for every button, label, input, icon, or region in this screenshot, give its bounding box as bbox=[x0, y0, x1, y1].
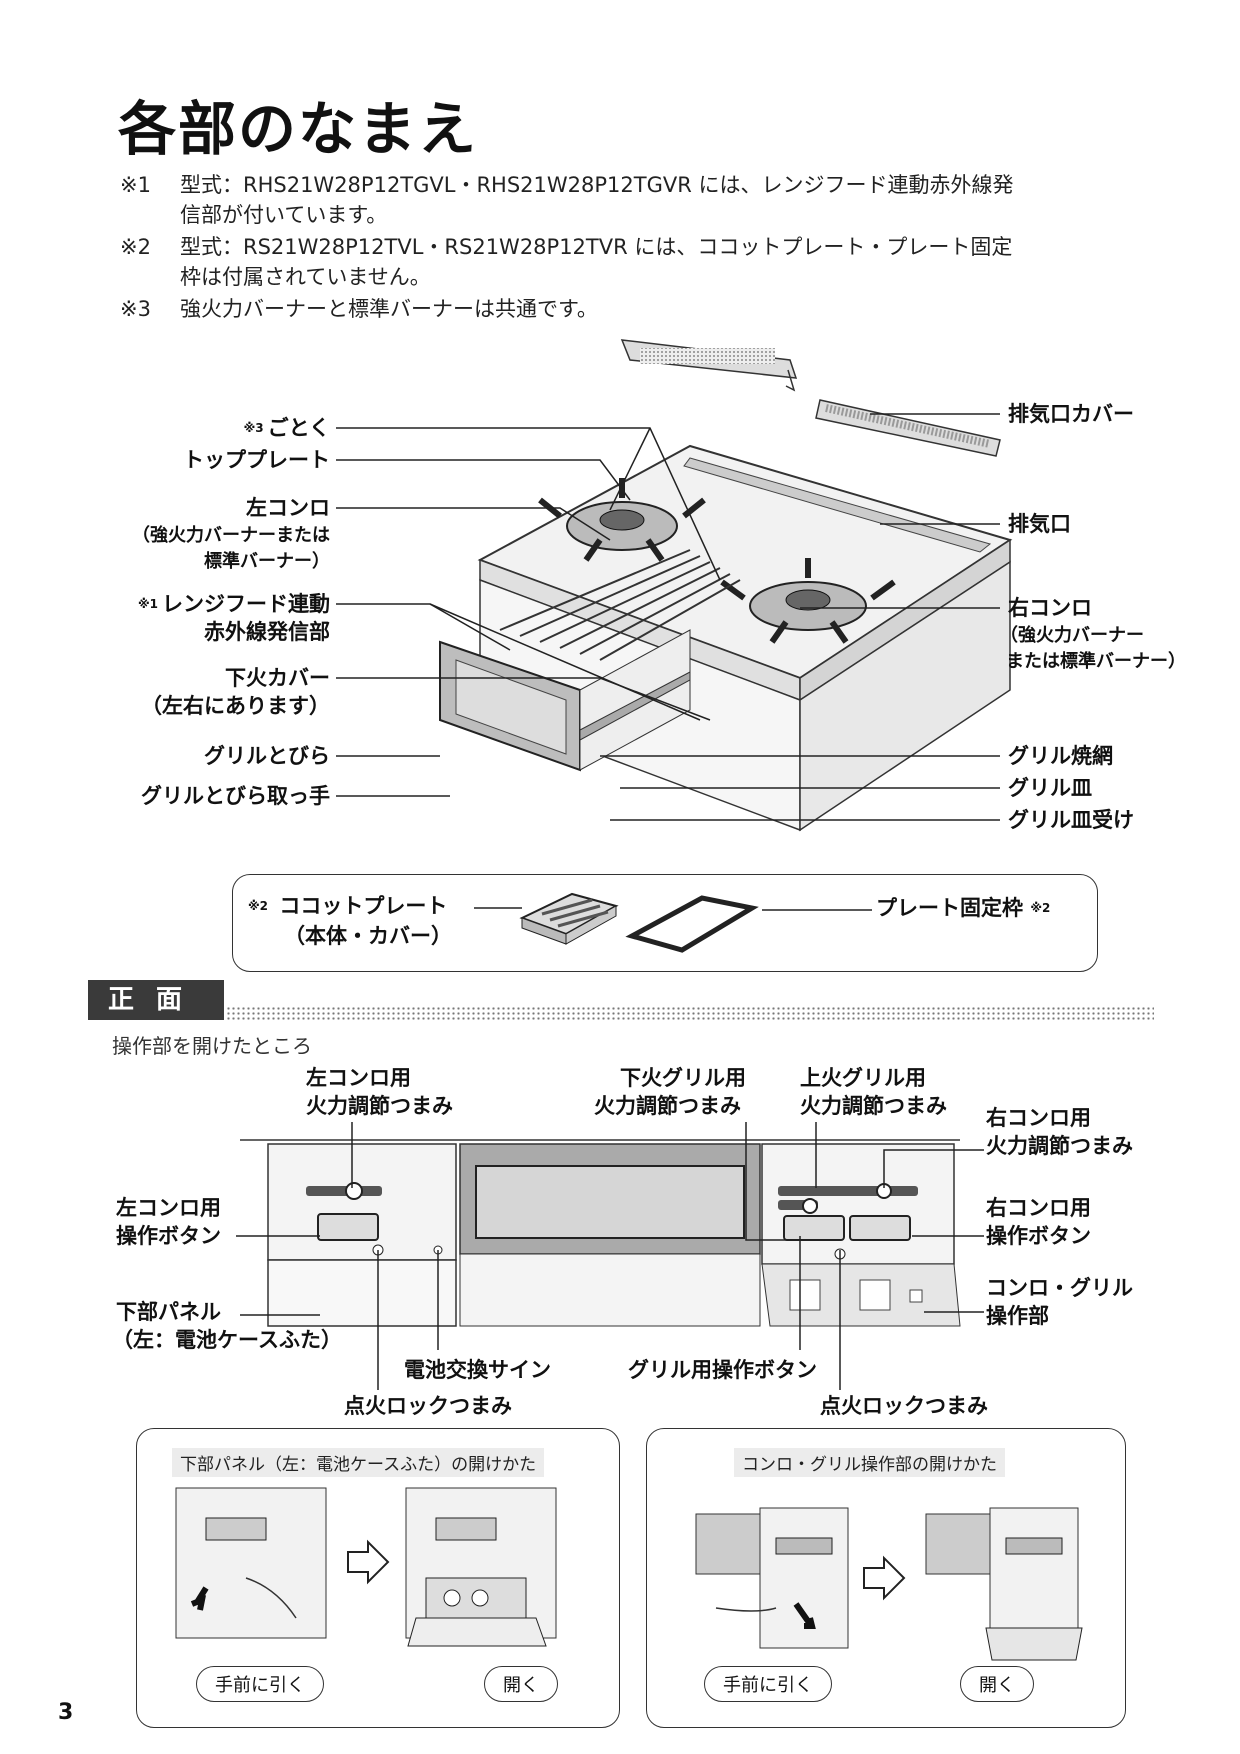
lock-knob-left-label: 点火ロックつまみ bbox=[344, 1394, 512, 1418]
left-knob-label: 火力調節つまみ bbox=[306, 1094, 453, 1118]
grill-button-label: グリル用操作ボタン bbox=[628, 1358, 817, 1382]
top-plate-label: トッププレート bbox=[183, 448, 330, 472]
grill-door-handle-label: グリルとびら取っ手 bbox=[141, 784, 330, 808]
lower-panel-label: 下部パネル bbox=[116, 1300, 221, 1324]
note-text: 強火力バーナーと標準バーナーは共通です。 bbox=[180, 297, 598, 321]
next-arrow-icon bbox=[347, 1539, 390, 1585]
leader-lines-front bbox=[236, 1122, 984, 1390]
left-button-label: 左コンロ用 bbox=[116, 1196, 221, 1220]
lock-knob-right-label: 点火ロックつまみ bbox=[820, 1394, 988, 1418]
step-pull-label: 手前に引く bbox=[704, 1666, 832, 1702]
lower-grill-knob-label: 火力調節つまみ bbox=[594, 1094, 741, 1118]
lower-grill-knob-label: 下火グリル用 bbox=[620, 1066, 746, 1090]
plate-frame-icon bbox=[625, 895, 759, 953]
note-mark: ※1 bbox=[120, 173, 151, 197]
right-burner-illustration bbox=[720, 558, 896, 644]
page-number: 3 bbox=[58, 1700, 74, 1725]
cocotte-plate-icon bbox=[519, 892, 619, 945]
right-konro-label: 右コンロ bbox=[1008, 596, 1092, 620]
leader-lines-top bbox=[336, 413, 1000, 821]
note-text: 型式：RS21W28P12TVL・RS21W28P12TVR には、ココットプレ… bbox=[180, 235, 1013, 259]
exhaust-cover-label: 排気口カバー bbox=[1008, 402, 1134, 426]
right-button-label: 操作ボタン bbox=[986, 1224, 1091, 1248]
rangehood-sub-label: 赤外線発信部 bbox=[204, 620, 330, 644]
note-3: ※3 強火力バーナーと標準バーナーは共通です。 bbox=[120, 294, 598, 324]
howto-caption: コンロ・グリル操作部の開けかた bbox=[734, 1448, 1005, 1477]
howto-control-unit-illustration bbox=[695, 1507, 1083, 1661]
left-konro-label: 左コンロ bbox=[246, 496, 330, 520]
left-knob-illustration bbox=[306, 1186, 382, 1196]
upper-grill-knob-label: 火力調節つまみ bbox=[800, 1094, 947, 1118]
grill-door-label: グリルとびら bbox=[204, 744, 330, 768]
section-title: 正面 bbox=[88, 980, 224, 1020]
accessories-box bbox=[232, 874, 1098, 972]
exhaust-label: 排気口 bbox=[1008, 512, 1071, 536]
note-text-cont: 枠は付属されていません。 bbox=[180, 265, 431, 289]
left-button-illustration bbox=[317, 1213, 379, 1241]
right-knob-label: 火力調節つまみ bbox=[986, 1134, 1133, 1158]
cooktop-illustration bbox=[439, 339, 1013, 832]
note-2: ※2 型式：RS21W28P12TVL・RS21W28P12TVR には、ココット… bbox=[120, 232, 1012, 292]
left-konro-sub-label: （強火力バーナーまたは bbox=[132, 525, 330, 546]
step-pull-label: 手前に引く bbox=[196, 1666, 324, 1702]
cocotte-label: ※2 ココットプレート bbox=[248, 894, 448, 918]
exhaust-cover-left-illustration bbox=[620, 339, 798, 392]
left-konro-sub-label: 標準バーナー） bbox=[204, 551, 330, 572]
pull-arrow-icon bbox=[793, 1602, 816, 1629]
section-subtitle: 操作部を開けたところ bbox=[112, 1034, 312, 1058]
grill-drawer-illustration bbox=[439, 549, 741, 772]
note-mark: ※2 bbox=[120, 235, 151, 259]
frame-label: プレート固定枠 ※2 bbox=[876, 896, 1051, 920]
upper-grill-knob-label: 上火グリル用 bbox=[800, 1066, 926, 1090]
cocotte-sub-label: （本体・カバー） bbox=[284, 924, 452, 948]
grill-dish-holder-label: グリル皿受け bbox=[1008, 808, 1134, 832]
right-button-illustration bbox=[849, 1215, 911, 1241]
lower-panel-sub-label: （左：電池ケースふた） bbox=[112, 1328, 342, 1352]
howto-caption: 下部パネル（左：電池ケースふた）の開けかた bbox=[172, 1448, 545, 1477]
pull-arrow-icon bbox=[190, 1586, 209, 1611]
step-open-label: 開く bbox=[484, 1666, 558, 1702]
step-open-label: 開く bbox=[960, 1666, 1034, 1702]
grill-dish-label: グリル皿 bbox=[1008, 776, 1092, 800]
note-1: ※1 型式：RHS21W28P12TGVL・RHS21W28P12TGVR には、… bbox=[120, 170, 1014, 230]
control-unit-label: コンロ・グリル bbox=[986, 1276, 1133, 1300]
howto-lower-panel-illustration bbox=[175, 1487, 557, 1647]
grill-button-illustration bbox=[783, 1215, 845, 1241]
lower-grill-knob-illustration bbox=[802, 1198, 818, 1214]
exhaust-cover-right-illustration bbox=[815, 399, 1001, 457]
right-button-label: 右コンロ用 bbox=[986, 1196, 1091, 1220]
note-text-cont: 信部が付いています。 bbox=[180, 203, 388, 227]
note-text: 型式：RHS21W28P12TGVL・RHS21W28P12TGVR には、レン… bbox=[180, 173, 1014, 197]
shitabi-cover-label: 下火カバー bbox=[225, 666, 330, 690]
hand-icon bbox=[245, 1577, 297, 1619]
shitabi-cover-sub-label: （左右にあります） bbox=[141, 694, 330, 718]
section-divider bbox=[226, 1006, 1154, 1022]
left-button-label: 操作ボタン bbox=[116, 1224, 221, 1248]
grill-net-label: グリル焼網 bbox=[1008, 744, 1113, 768]
control-unit-label: 操作部 bbox=[986, 1304, 1049, 1328]
hand-icon bbox=[715, 1607, 777, 1612]
note-mark: ※3 bbox=[120, 297, 151, 321]
battery-sign-label: 電池交換サイン bbox=[404, 1358, 551, 1382]
right-konro-sub-label: または標準バーナー） bbox=[1006, 651, 1186, 672]
right-konro-sub-label: （強火力バーナー bbox=[1000, 625, 1144, 646]
page-title: 各部のなまえ bbox=[118, 95, 479, 163]
right-knob-label: 右コンロ用 bbox=[986, 1106, 1091, 1130]
left-knob-label: 左コンロ用 bbox=[306, 1066, 411, 1090]
next-arrow-icon bbox=[863, 1555, 906, 1601]
front-panel-illustration bbox=[240, 1139, 961, 1327]
accessories-illustration bbox=[474, 892, 872, 953]
